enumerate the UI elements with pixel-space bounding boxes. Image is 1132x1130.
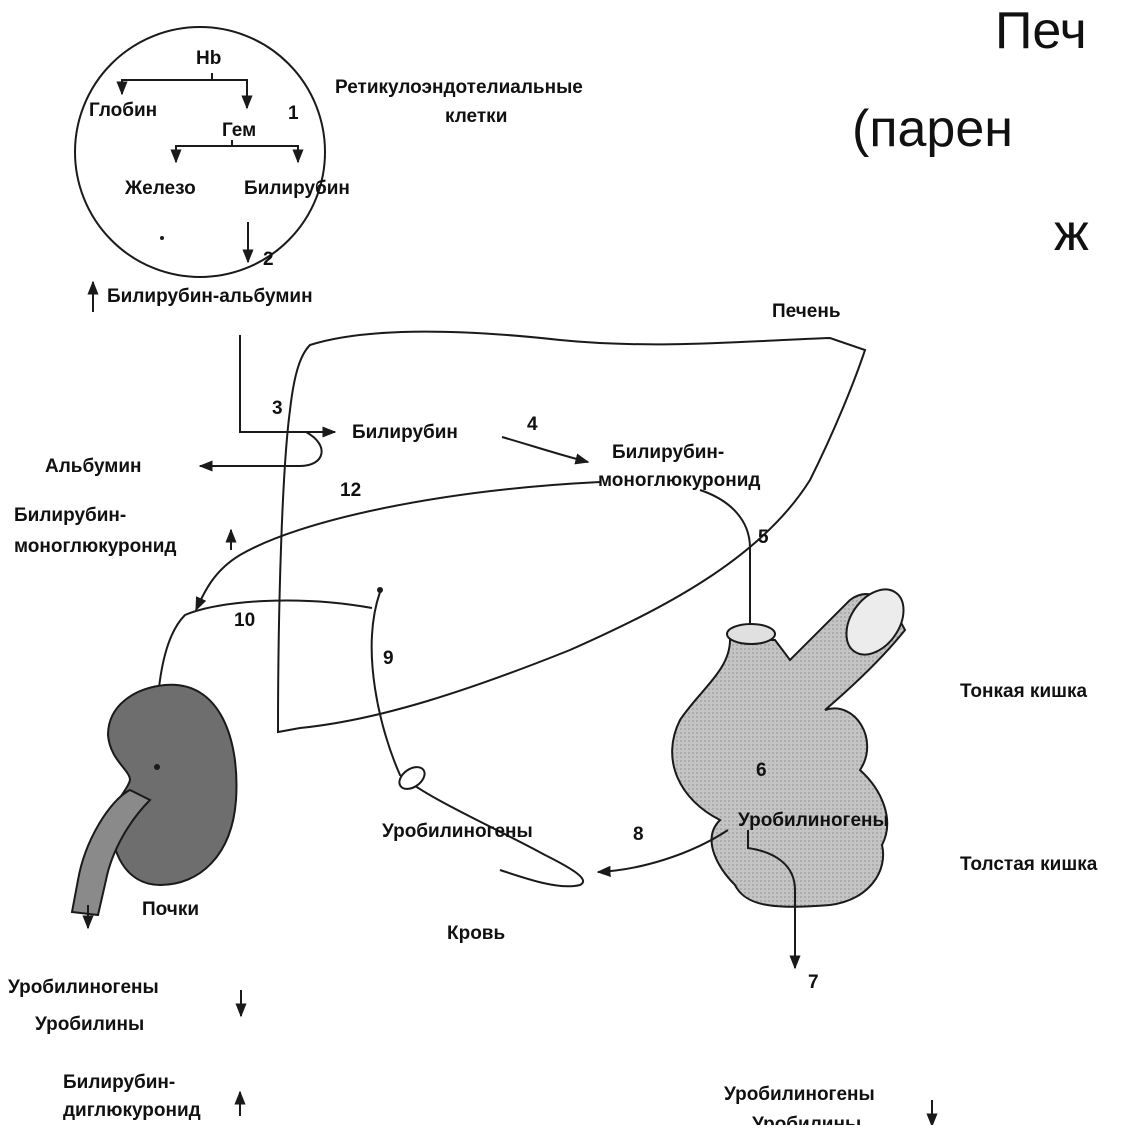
albumin-label: Альбумин	[45, 456, 141, 477]
step-5: 5	[758, 527, 769, 548]
vessel-end-dot	[377, 587, 383, 593]
mono-liver-label-1: Билирубин-	[612, 442, 724, 463]
feces-label-1: Уробилиногены	[724, 1084, 875, 1105]
step-1: 1	[288, 103, 299, 124]
uptake-arrow	[240, 335, 335, 432]
bilirubin-top-label: Билирубин	[244, 178, 350, 199]
urine-label-3: Билирубин-	[63, 1072, 175, 1093]
reflux-arrow	[196, 482, 600, 610]
large-intestine-label: Толстая кишка	[960, 854, 1098, 875]
reabsorption-arrow	[598, 830, 728, 872]
heme-to-bilirubin-arrow	[232, 146, 298, 162]
hb-to-heme-arrow	[212, 80, 247, 108]
step-9: 9	[383, 648, 394, 669]
heme-label: Гем	[222, 120, 256, 141]
blood-vessel	[372, 592, 583, 886]
urobilinogens-blood-label: Уробилиногены	[382, 821, 533, 842]
mono-blood-label-2: моноглюкуронид	[14, 536, 176, 557]
title-line-2: (парен	[852, 100, 1013, 158]
re-cells-label-2: клетки	[445, 106, 507, 127]
vessel-opening	[395, 763, 428, 794]
feces-label-2: Уробилины	[752, 1114, 861, 1125]
kidney	[108, 685, 236, 885]
liver-label: Печень	[772, 301, 841, 322]
hb-label: Hb	[196, 48, 221, 69]
bilirubin-liver-label: Билирубин	[352, 422, 458, 443]
hb-to-globin-arrow	[122, 73, 212, 94]
step-2: 2	[263, 249, 274, 270]
blood-label: Кровь	[447, 923, 505, 944]
heme-to-iron-arrow	[176, 140, 232, 162]
title-line-3: ж	[1054, 204, 1089, 262]
conjugation-arrow	[502, 437, 588, 462]
step-4: 4	[527, 414, 538, 435]
kidney-dot	[154, 764, 160, 770]
mono-blood-label-1: Билирубин-	[14, 505, 126, 526]
urobilinogens-gut-label: Уробилиногены	[738, 810, 889, 831]
albumin-release-arrow	[200, 432, 322, 466]
globin-label: Глобин	[89, 100, 157, 121]
re-cells-label-1: Ретикулоэндотелиальные	[335, 77, 583, 98]
cell-dot	[160, 236, 164, 240]
mono-liver-label-2: моноглюкуронид	[598, 470, 760, 491]
duodenum-opening	[727, 624, 775, 644]
step-12: 12	[340, 480, 361, 501]
urine-label-4: диглюкуронид	[63, 1100, 201, 1121]
iron-label: Железо	[124, 178, 196, 199]
kidneys-label: Почки	[142, 899, 199, 920]
small-intestine-label: Тонкая кишка	[960, 681, 1087, 702]
step-6: 6	[756, 760, 767, 781]
urine-label-2: Уробилины	[35, 1014, 144, 1035]
step-10: 10	[234, 610, 255, 631]
step-8: 8	[633, 824, 644, 845]
urine-label-1: Уробилиногены	[8, 977, 159, 998]
title-line-1: Печ	[995, 2, 1087, 60]
bili-albumin-label: Билирубин-альбумин	[107, 286, 313, 307]
step-7: 7	[808, 972, 819, 993]
step-3: 3	[272, 398, 283, 419]
